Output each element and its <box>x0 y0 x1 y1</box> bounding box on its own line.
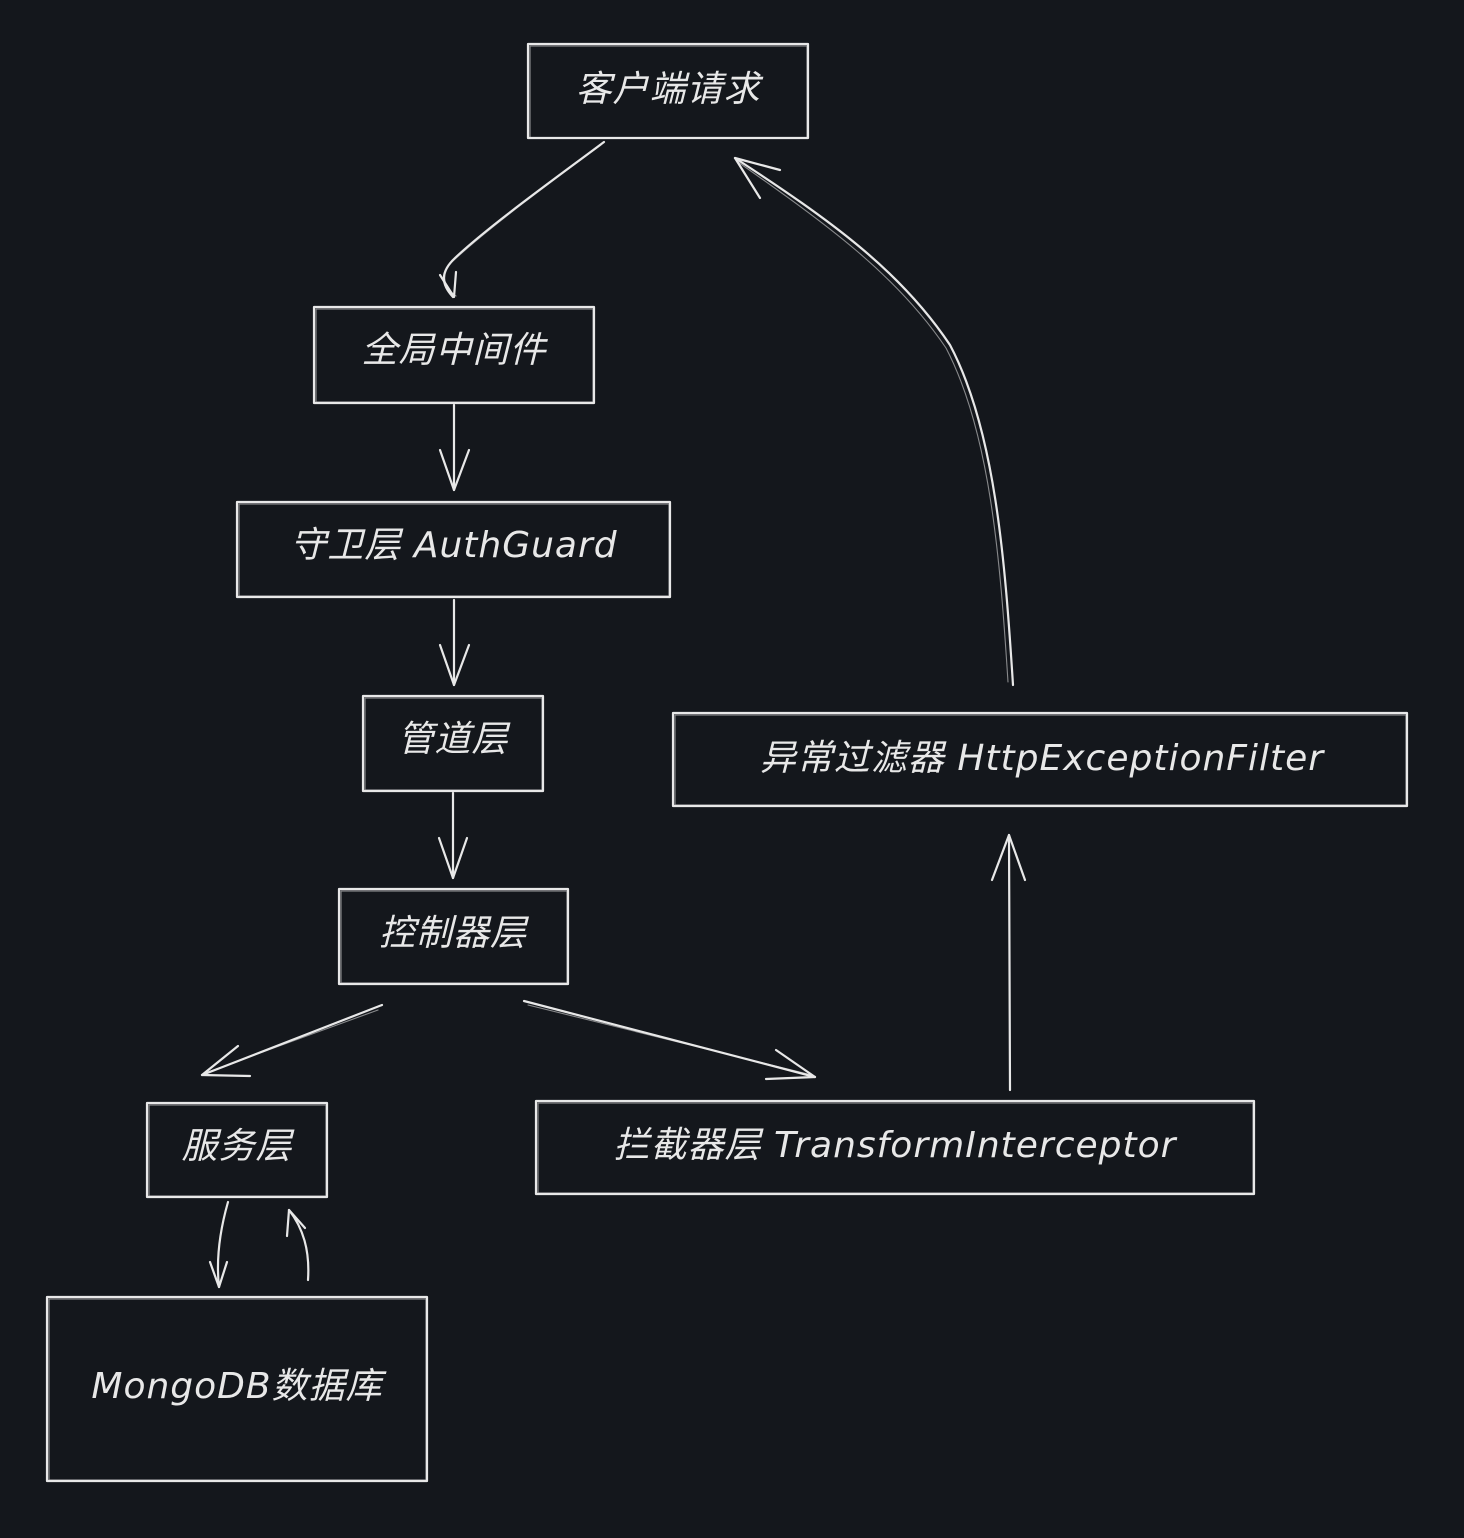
node-mongodb: MongoDB数据库 <box>45 1295 429 1483</box>
arrow-filter-to-client <box>733 156 1015 687</box>
node-global-middleware-label: 全局中间件 <box>361 330 548 371</box>
node-guard-layer: 守卫层 AuthGuard <box>235 500 672 599</box>
node-interceptor-layer-label: 拦截器层 TransformInterceptor <box>614 1125 1178 1166</box>
arrow-guard-to-pipe <box>438 598 471 687</box>
arrow-client-to-middleware <box>438 140 606 299</box>
arrow-interceptor-to-filter <box>990 833 1027 1092</box>
arrow-middleware-to-guard <box>438 403 471 492</box>
node-guard-layer-label: 守卫层 AuthGuard <box>290 525 617 566</box>
node-controller-layer: 控制器层 <box>337 887 570 986</box>
node-service-layer: 服务层 <box>145 1101 329 1199</box>
arrow-mongodb-to-service <box>285 1208 310 1282</box>
node-service-layer-label: 服务层 <box>181 1126 295 1167</box>
node-client-request: 客户端请求 <box>526 42 810 140</box>
node-exception-filter-label: 异常过滤器 HttpExceptionFilter <box>760 738 1325 779</box>
arrow-controller-to-service <box>200 1003 384 1078</box>
node-interceptor-layer: 拦截器层 TransformInterceptor <box>534 1099 1256 1196</box>
node-pipe-layer-label: 管道层 <box>397 719 511 760</box>
node-mongodb-label: MongoDB数据库 <box>91 1366 386 1407</box>
arrow-pipe-to-controller <box>437 791 469 880</box>
arrow-controller-to-interceptor <box>522 999 817 1081</box>
node-global-middleware: 全局中间件 <box>312 305 596 405</box>
arrow-service-to-mongodb <box>208 1200 230 1289</box>
node-client-request-label: 客户端请求 <box>575 69 763 110</box>
node-exception-filter: 异常过滤器 HttpExceptionFilter <box>671 711 1409 808</box>
node-pipe-layer: 管道层 <box>361 694 545 793</box>
node-controller-layer-label: 控制器层 <box>379 913 530 954</box>
